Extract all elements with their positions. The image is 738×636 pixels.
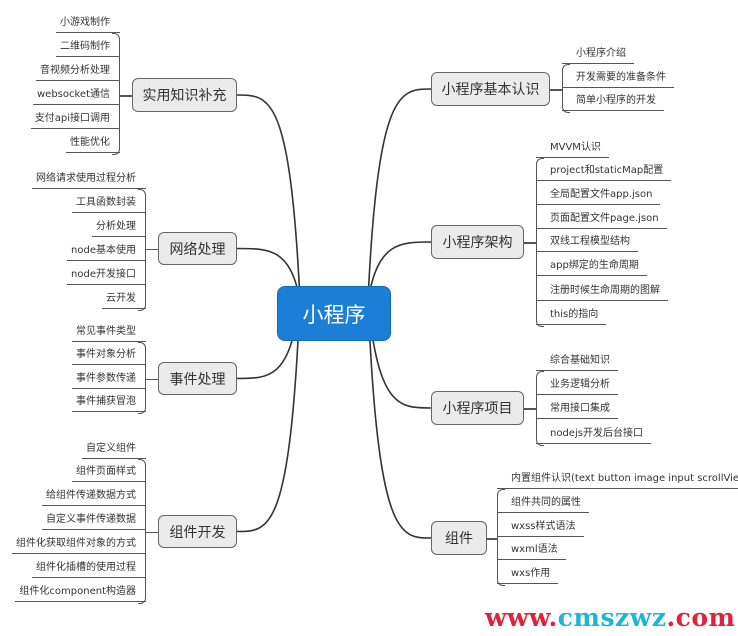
- leaf-item[interactable]: 注册时候生命周期的图解: [536, 284, 668, 301]
- watermark-part: www.: [485, 603, 558, 632]
- branch-connector: [367, 88, 432, 301]
- leaf-item[interactable]: 组件化component构造器: [15, 585, 146, 602]
- branch-label: 小程序基本认识: [441, 82, 540, 98]
- leaf-item[interactable]: MVVM认识: [536, 141, 609, 158]
- branch-label: 实用知识补充: [142, 88, 227, 104]
- branch-node-architecture[interactable]: 小程序架构: [431, 225, 524, 259]
- leaf-item[interactable]: 简单小程序的开发: [562, 94, 664, 111]
- leaf-item[interactable]: 双线工程模型结构: [536, 235, 638, 252]
- branch-connector: [367, 241, 432, 301]
- branch-connector: [236, 247, 301, 301]
- leaf-item[interactable]: 组件页面样式: [72, 465, 146, 482]
- branch-stub: [524, 408, 536, 410]
- leaf-item[interactable]: 云开发: [102, 292, 146, 309]
- watermark-part: cmszwz: [557, 603, 667, 632]
- leaf-item[interactable]: 事件参数传递: [72, 372, 146, 389]
- branch-label: 组件开发: [169, 524, 226, 541]
- leaf-item[interactable]: 二维码制作: [56, 40, 120, 57]
- leaf-item[interactable]: node基本使用: [67, 244, 146, 261]
- leaf-item[interactable]: this的指向: [536, 308, 607, 325]
- branch-node-component-dev[interactable]: 组件开发: [158, 515, 237, 548]
- branch-stub: [146, 248, 158, 250]
- leaf-bracket: [536, 371, 544, 446]
- leaf-bracket: [497, 489, 505, 586]
- branch-node-practical[interactable]: 实用知识补充: [132, 78, 237, 112]
- leaf-item[interactable]: 事件对象分析: [72, 348, 146, 365]
- branch-node-network[interactable]: 网络处理: [158, 232, 237, 265]
- leaf-item[interactable]: node开发接口: [67, 268, 146, 285]
- leaf-item[interactable]: 自定义事件传递数据: [42, 513, 146, 530]
- leaf-item[interactable]: 分析处理: [92, 220, 146, 237]
- leaf-item[interactable]: 业务逻辑分析: [536, 378, 618, 395]
- leaf-item[interactable]: 性能优化: [66, 136, 120, 153]
- branch-stub: [487, 538, 497, 540]
- leaf-item[interactable]: nodejs开发后台接口: [536, 427, 651, 444]
- branch-stub: [146, 378, 158, 380]
- leaf-item[interactable]: 网络请求使用过程分析: [32, 172, 146, 189]
- leaf-item[interactable]: app绑定的生命周期: [536, 259, 647, 276]
- leaf-item[interactable]: websocket通信: [32, 88, 120, 105]
- branch-connector: [367, 299, 432, 539]
- leaf-item[interactable]: 音视频分析处理: [36, 64, 120, 81]
- leaf-item[interactable]: 组件化获取组件对象的方式: [12, 537, 146, 554]
- leaf-item[interactable]: 工具函数封装: [72, 196, 146, 213]
- branch-connector: [236, 299, 301, 533]
- leaf-item[interactable]: 组件共同的属性: [497, 496, 589, 513]
- branch-node-project[interactable]: 小程序项目: [431, 391, 524, 425]
- leaf-bracket: [562, 64, 570, 113]
- leaf-item[interactable]: 全局配置文件app.json: [536, 188, 661, 205]
- leaf-item[interactable]: 组件化插槽的使用过程: [32, 561, 146, 578]
- branch-stub: [550, 89, 562, 91]
- leaf-item[interactable]: 支付api接口调用: [30, 112, 120, 129]
- watermark: www.cmszwz.com: [485, 603, 736, 632]
- leaf-bracket: [138, 342, 146, 414]
- leaf-item[interactable]: wxml语法: [497, 543, 566, 560]
- leaf-bracket: [112, 33, 120, 155]
- central-topic[interactable]: 小程序: [278, 287, 390, 340]
- leaf-bracket: [138, 459, 146, 604]
- leaf-bracket: [536, 158, 544, 327]
- leaf-item[interactable]: 综合基础知识: [536, 354, 618, 371]
- branch-node-basics[interactable]: 小程序基本认识: [431, 72, 550, 106]
- leaf-item[interactable]: wxs作用: [497, 567, 559, 584]
- branch-node-events[interactable]: 事件处理: [158, 362, 237, 395]
- leaf-item[interactable]: 给组件传递数据方式: [42, 489, 146, 506]
- leaf-item[interactable]: 内置组件认识(text button image input scrollVie…: [497, 472, 738, 489]
- branch-label: 组件: [445, 531, 473, 547]
- central-topic-label: 小程序: [302, 302, 366, 327]
- leaf-item[interactable]: 开发需要的准备条件: [562, 71, 674, 88]
- branch-label: 小程序项目: [442, 401, 513, 417]
- branch-label: 小程序架构: [442, 235, 513, 251]
- leaf-bracket: [138, 189, 146, 311]
- leaf-item[interactable]: 小游戏制作: [56, 16, 120, 33]
- leaf-item[interactable]: 事件捕获冒泡: [72, 395, 146, 412]
- branch-connector: [236, 94, 301, 301]
- leaf-item[interactable]: 自定义组件: [82, 442, 146, 459]
- branch-stub: [146, 531, 158, 533]
- branch-label: 网络处理: [169, 241, 226, 258]
- branch-label: 事件处理: [169, 371, 226, 388]
- leaf-item[interactable]: project和staticMap配置: [536, 164, 672, 181]
- leaf-item[interactable]: 常用接口集成: [536, 402, 618, 419]
- leaf-item[interactable]: 页面配置文件page.json: [536, 212, 667, 229]
- leaf-item[interactable]: 小程序介绍: [562, 47, 634, 64]
- leaf-item[interactable]: 常见事件类型: [72, 325, 146, 342]
- leaf-item[interactable]: wxss样式语法: [497, 520, 584, 537]
- branch-stub: [120, 95, 132, 97]
- watermark-part: .com: [666, 603, 736, 632]
- branch-node-components[interactable]: 组件: [431, 521, 487, 555]
- branch-stub: [524, 242, 536, 244]
